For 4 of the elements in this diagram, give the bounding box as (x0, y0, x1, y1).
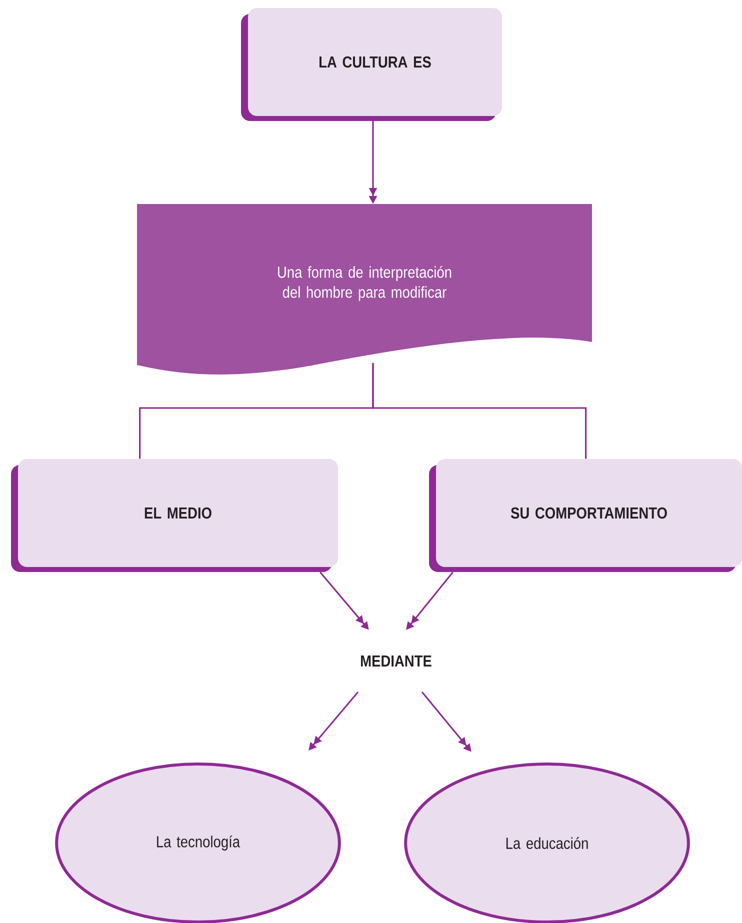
process-box: LA CULTURA ES (241, 8, 502, 121)
process-box: EL MEDIO (11, 459, 338, 572)
connector-text: MEDIANTE (361, 656, 432, 666)
process-box: SU COMPORTAMIENTO (429, 459, 742, 572)
